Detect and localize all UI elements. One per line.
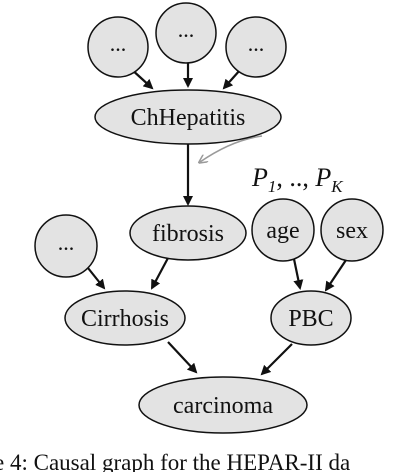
node-chhepatitis: ChHepatitis bbox=[94, 89, 282, 145]
intervention-arrow bbox=[200, 135, 263, 162]
node-pbc-label: PBC bbox=[288, 306, 333, 332]
node-chhepatitis-label: ChHepatitis bbox=[131, 105, 246, 131]
edge-sex-to-pbc bbox=[324, 259, 347, 292]
node-cirrhosis-label: Cirrhosis bbox=[81, 306, 169, 332]
node-fibrosis: fibrosis bbox=[129, 205, 247, 261]
node-top-mid-label: ... bbox=[178, 17, 195, 42]
node-carcinoma: carcinoma bbox=[138, 376, 308, 434]
edge-age-to-pbc bbox=[292, 258, 304, 290]
node-top-left: ... bbox=[87, 16, 149, 78]
node-fibrosis-label: fibrosis bbox=[152, 221, 224, 247]
edge-left-dots-to-cirrhosis bbox=[87, 267, 106, 290]
node-sex-label: sex bbox=[336, 218, 368, 244]
node-top-left-label: ... bbox=[110, 31, 127, 56]
edge-top-right-to-chhepatitis bbox=[222, 69, 241, 90]
edge-cirrhosis-to-carcinoma bbox=[167, 341, 198, 374]
edge-pbc-to-carcinoma bbox=[260, 343, 293, 376]
edges bbox=[87, 60, 347, 376]
node-age-label: age bbox=[266, 218, 299, 244]
node-pbc: PBC bbox=[270, 290, 352, 346]
node-age: age bbox=[251, 198, 315, 262]
node-top-right-label: ... bbox=[248, 31, 265, 56]
node-top-right: ... bbox=[225, 16, 287, 78]
node-sex: sex bbox=[320, 198, 384, 262]
node-cirrhosis: Cirrhosis bbox=[64, 290, 186, 346]
edge-fibrosis-to-cirrhosis bbox=[151, 257, 169, 290]
node-top-mid: ... bbox=[155, 2, 217, 64]
intervention-annotation: P1, .., PK bbox=[251, 163, 344, 196]
figure-caption: e 4: Causal graph for the HEPAR-II da bbox=[0, 450, 350, 472]
node-left-dots-label: ... bbox=[58, 230, 75, 255]
node-carcinoma-label: carcinoma bbox=[173, 393, 273, 419]
node-left-dots: ... bbox=[34, 214, 98, 278]
